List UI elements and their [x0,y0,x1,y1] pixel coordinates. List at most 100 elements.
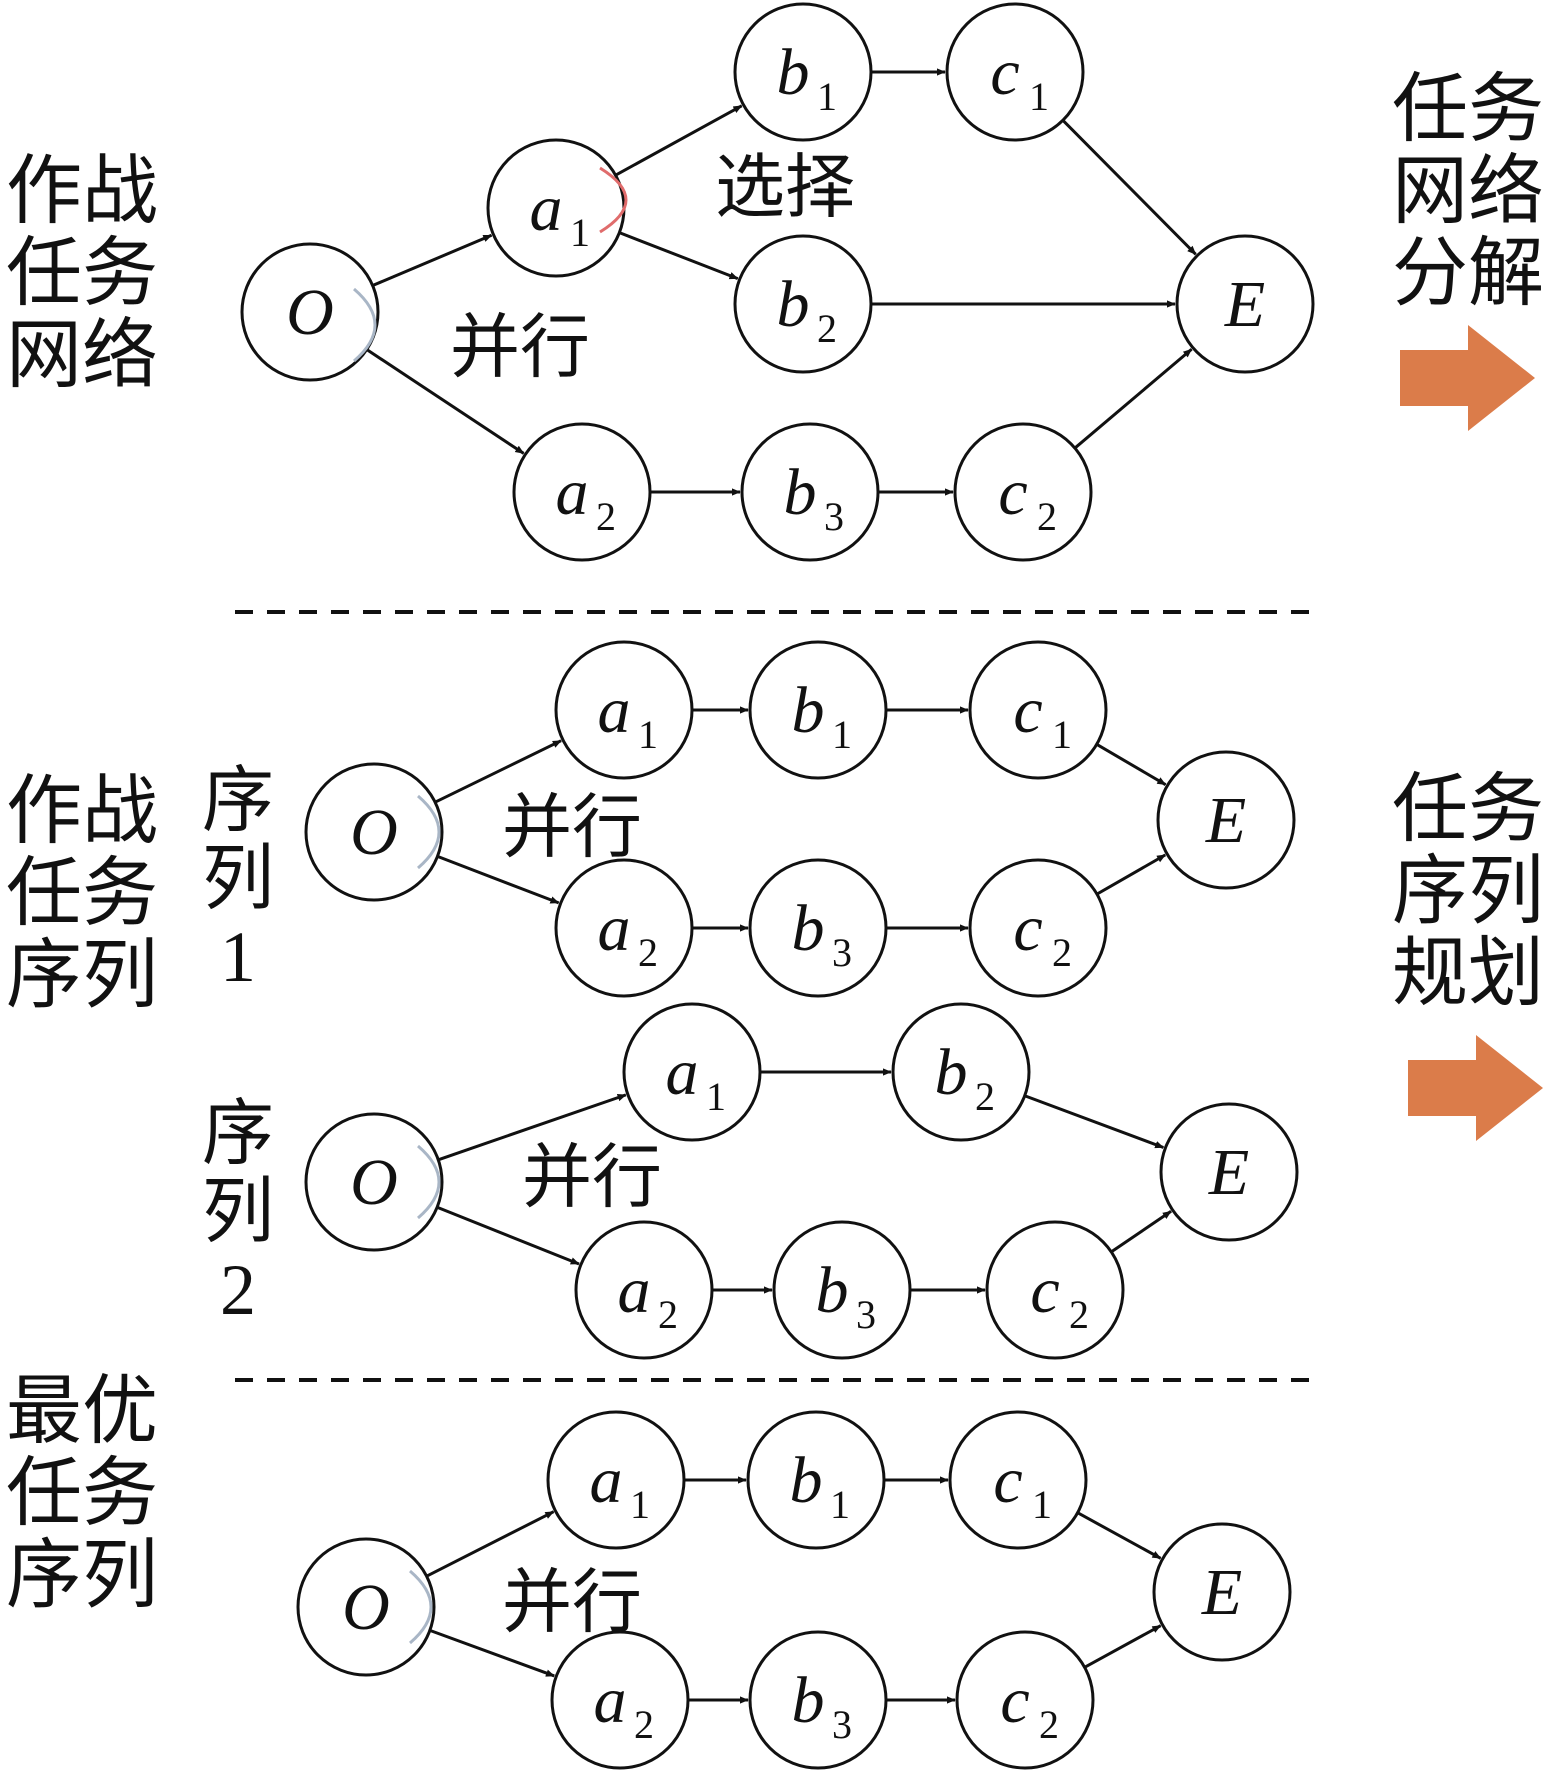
node-circle [1159,1102,1299,1242]
node-subscript: 3 [832,930,852,975]
label-sequence-2: 序 列 2 [201,1094,274,1330]
node-label: b [792,674,825,747]
node-label: a [666,1036,699,1109]
edge-O-a2 [436,1205,580,1266]
node-subscript: 2 [638,930,658,975]
node-circle [955,1630,1095,1770]
node-circle [945,2,1085,142]
node-label: b [790,1444,823,1517]
node-circle [748,640,888,780]
edge-c1-E [1076,1511,1162,1560]
node-subscript: 1 [832,712,852,757]
node-label: O [286,276,334,349]
node-label: b [935,1036,968,1109]
parallel-label: 并行 [502,786,642,868]
edge-c2-E [1096,853,1167,896]
node-label: c [1013,674,1042,747]
node-label: c [993,1444,1022,1517]
node-circle [953,422,1093,562]
label-task-network: 作战 任务 网络 [6,146,158,399]
node-circle [740,422,880,562]
node-label: E [1201,1556,1242,1629]
node-circle [554,640,694,780]
node-subscript: 3 [856,1292,876,1337]
node-subscript: 2 [1052,930,1072,975]
node-label: E [1205,784,1246,857]
node-subscript: 1 [817,74,837,119]
right-arrow-icon [1400,325,1535,431]
node-label: O [342,1571,390,1644]
node-label: c [1030,1254,1059,1327]
node-label: a [598,892,631,965]
node-circle [622,1002,762,1142]
node-circle [733,234,873,374]
node-label: E [1208,1136,1249,1209]
node-circle [296,1537,436,1677]
node-circle [240,242,380,382]
label-sequence-planning: 任务 序列 规划 [1392,764,1544,1017]
node-label: a [598,674,631,747]
node-label: a [618,1254,651,1327]
edge-c1-E [1095,743,1167,786]
select-label: 选择 [715,146,855,228]
node-subscript: 1 [706,1074,726,1119]
node-subscript: 2 [658,1292,678,1337]
edge-O-a1 [372,233,493,287]
node-label: c [1000,1664,1029,1737]
node-circle [574,1220,714,1360]
node-E: E [1159,1102,1299,1242]
node-circle [948,1410,1088,1550]
node-circle [512,422,652,562]
node-E: E [1156,750,1296,890]
node-subscript: 2 [1069,1292,1089,1337]
node-circle [1152,1522,1292,1662]
node-circle [748,858,888,998]
node-O: O [296,1537,436,1677]
parallel-arc [417,794,441,870]
node-label: b [777,36,810,109]
node-label: b [792,1664,825,1737]
edge-O-a2 [436,854,560,905]
node-subscript: 3 [832,1702,852,1747]
node-subscript: 1 [570,210,590,255]
node-O: O [240,242,380,382]
parallel-arc [353,287,377,363]
node-E: E [1152,1522,1292,1662]
node-subscript: 2 [596,494,616,539]
edge-O-a2 [429,1628,555,1678]
label-sequence-1: 序 列 1 [201,761,274,997]
node-circle [746,1410,886,1550]
parallel-label: 并行 [522,1136,662,1218]
node-label: b [784,456,817,529]
node-subscript: 2 [1039,1702,1059,1747]
node-circle [304,762,444,902]
edge-c2-E [1073,348,1193,450]
node-subscript: 1 [638,712,658,757]
node-subscript: 3 [824,494,844,539]
node-O: O [304,1112,444,1252]
node-O: O [304,762,444,902]
node-label: a [594,1664,627,1737]
node-subscript: 2 [817,306,837,351]
node-circle [304,1112,444,1252]
node-circle [554,858,694,998]
edge-a1-b1 [614,104,743,177]
node-circle [550,1630,690,1770]
node-subscript: 1 [1032,1482,1052,1527]
